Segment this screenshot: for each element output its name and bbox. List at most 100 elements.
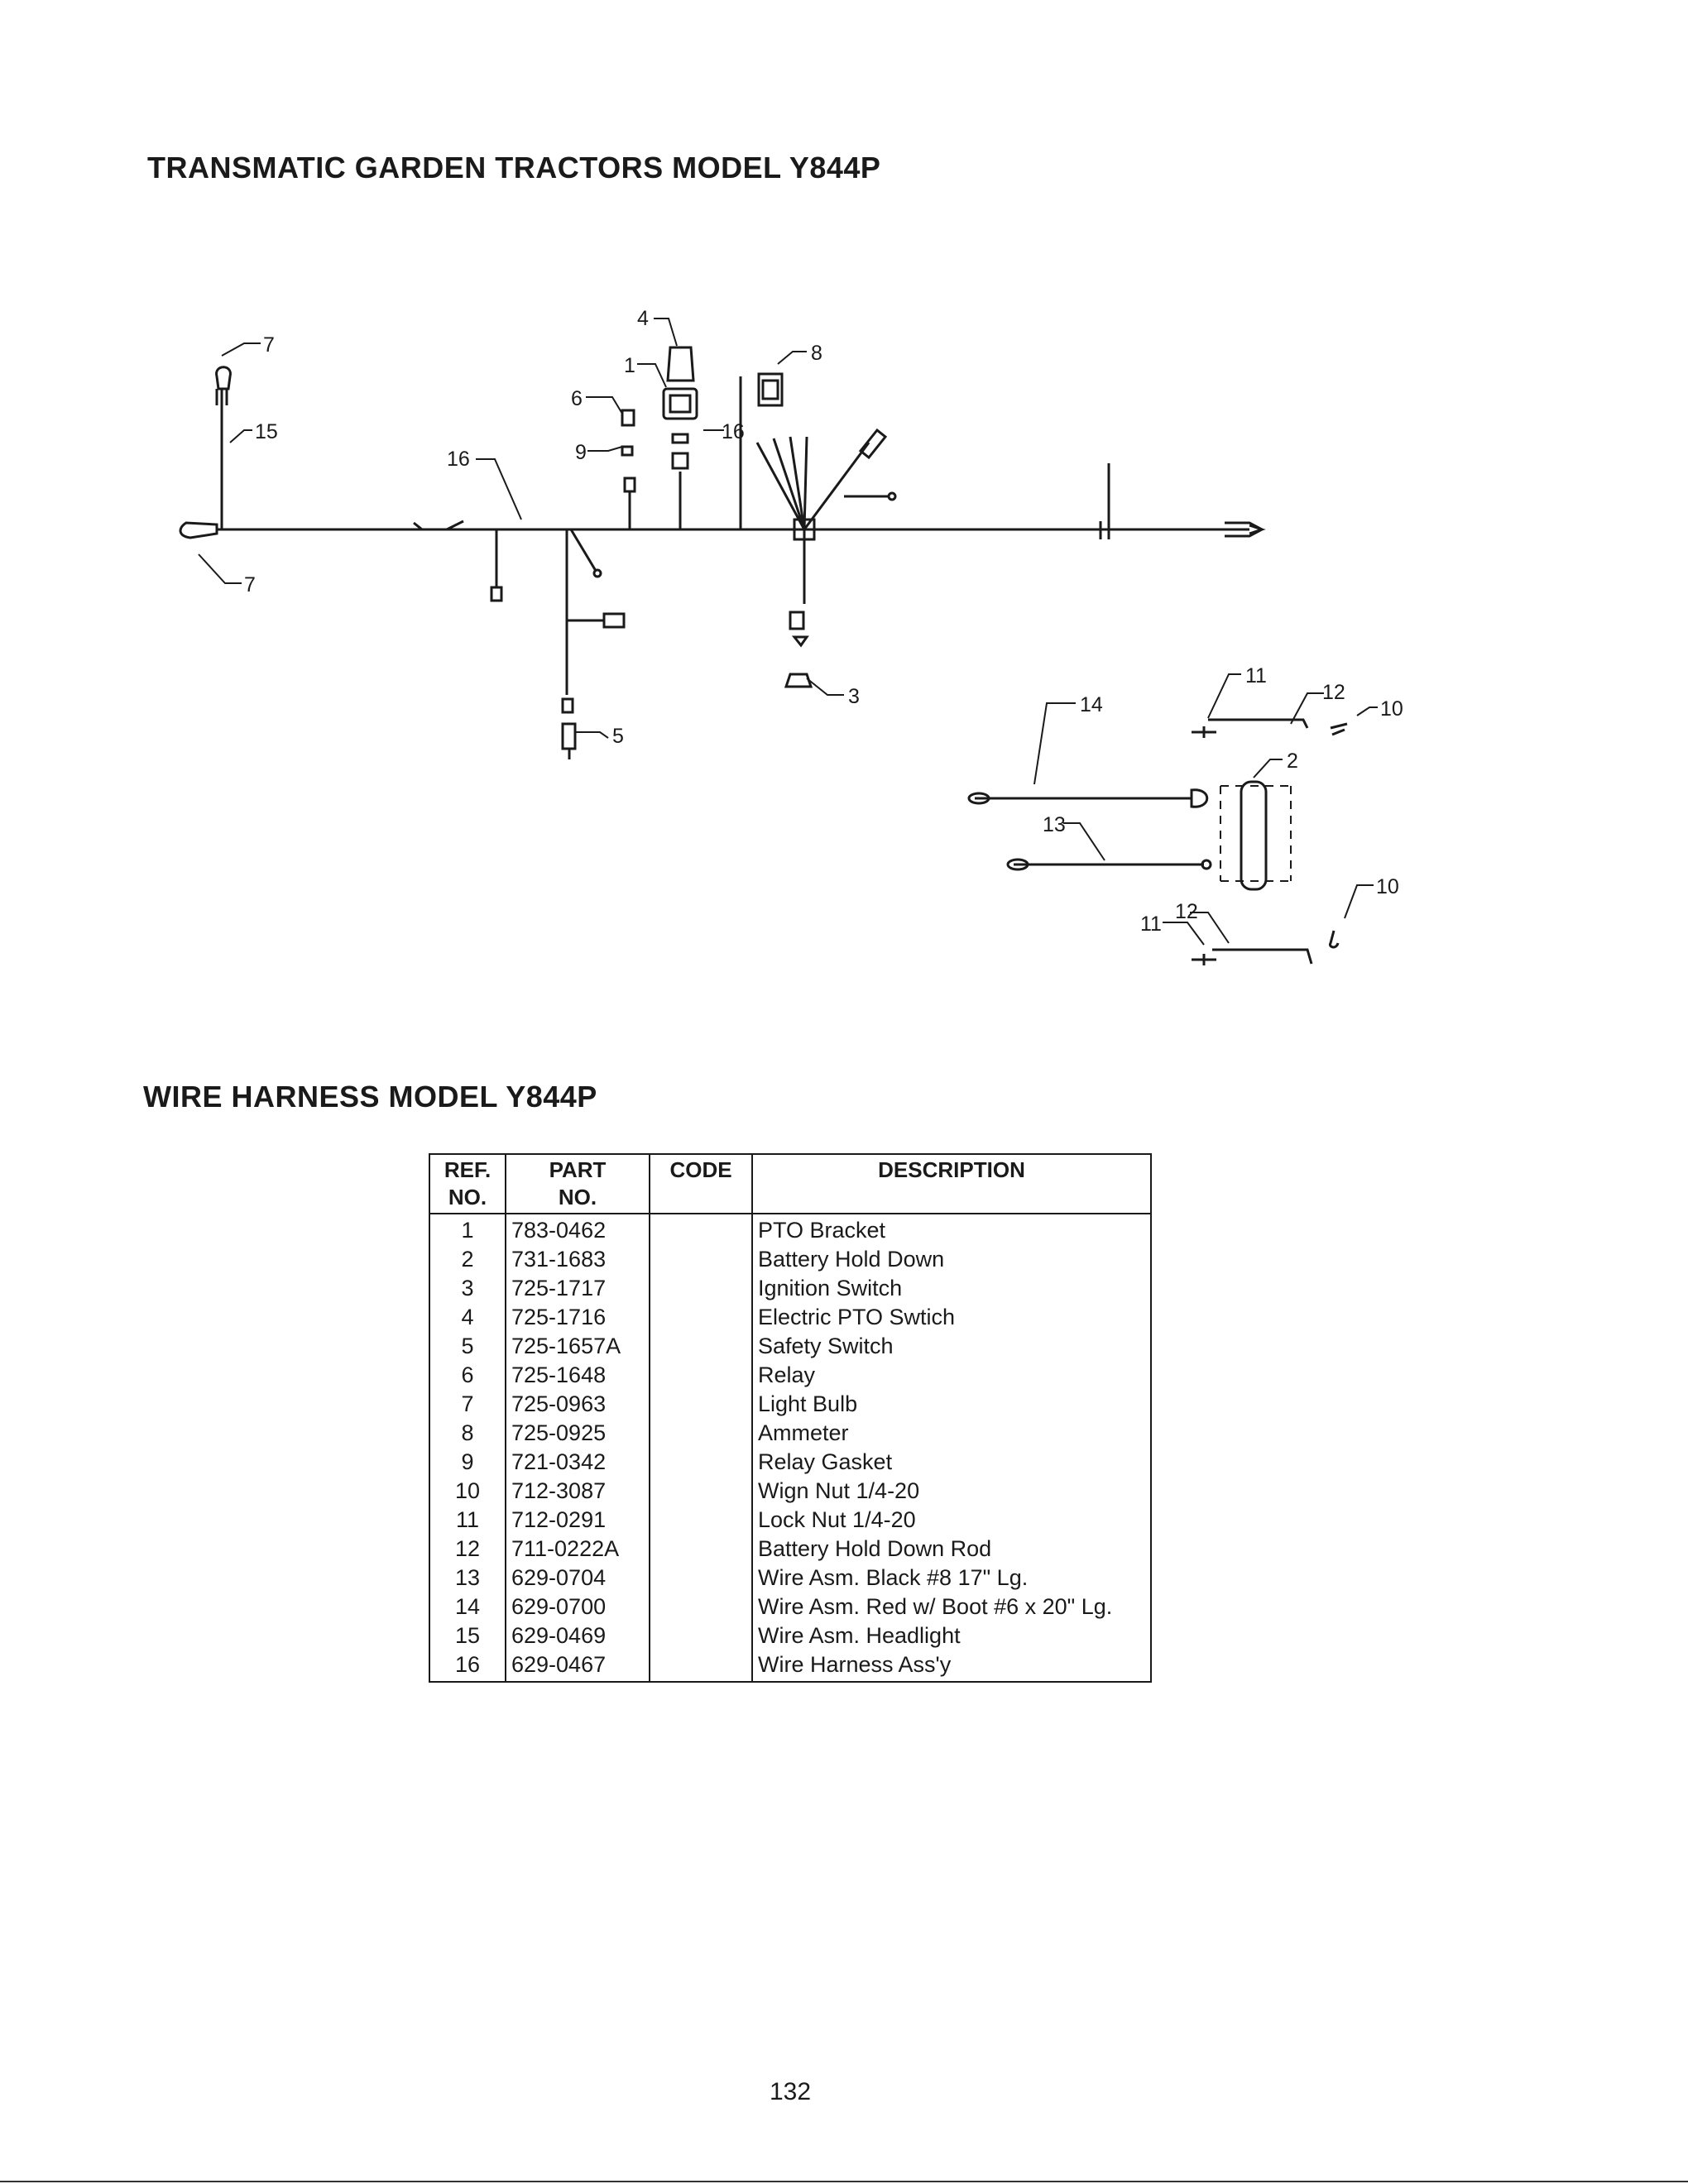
part-no-cell: 629-0469	[505, 1621, 650, 1650]
callout-6: 6	[571, 387, 583, 410]
callout-2: 2	[1287, 750, 1298, 773]
callout-8: 8	[811, 342, 822, 365]
callout-7-top: 7	[263, 333, 275, 357]
ref-cell: 4	[429, 1303, 506, 1332]
part-no-cell: 725-1648	[505, 1361, 650, 1390]
code-cell	[649, 1448, 753, 1477]
ref-cell: 10	[429, 1477, 506, 1506]
description-cell: Wire Asm. Black #8 17" Lg.	[751, 1564, 1152, 1592]
description-cell: Ignition Switch	[751, 1274, 1152, 1303]
callout-12-bottom: 12	[1175, 900, 1198, 923]
section-title: WIRE HARNESS MODEL Y844P	[143, 1080, 597, 1114]
callout-11-top: 11	[1245, 664, 1267, 687]
code-cell	[649, 1592, 753, 1621]
description-cell: Light Bulb	[751, 1390, 1152, 1419]
page-title: TRANSMATIC GARDEN TRACTORS MODEL Y844P	[147, 151, 881, 184]
header-ref-no: REF.NO.	[429, 1153, 506, 1214]
callout-9: 9	[575, 441, 587, 464]
callout-12-top: 12	[1322, 681, 1345, 704]
ref-cell: 12	[429, 1535, 506, 1564]
code-cell	[649, 1390, 753, 1419]
ref-cell: 6	[429, 1361, 506, 1390]
description-cell: Relay	[751, 1361, 1152, 1390]
callout-3: 3	[848, 685, 860, 708]
callout-14: 14	[1080, 693, 1103, 716]
code-cell	[649, 1535, 753, 1564]
ref-cell: 13	[429, 1564, 506, 1592]
code-cell	[649, 1332, 753, 1361]
callout-11-bottom: 11	[1140, 912, 1162, 936]
part-no-cell: 629-0467	[505, 1650, 650, 1683]
description-cell: Ammeter	[751, 1419, 1152, 1448]
callout-16-left: 16	[447, 448, 470, 471]
callout-13: 13	[1043, 813, 1066, 836]
ref-cell: 5	[429, 1332, 506, 1361]
ref-cell: 11	[429, 1506, 506, 1535]
part-no-cell: 712-0291	[505, 1506, 650, 1535]
part-no-cell: 725-0963	[505, 1390, 650, 1419]
part-no-cell: 725-1657A	[505, 1332, 650, 1361]
part-no-cell: 629-0704	[505, 1564, 650, 1592]
code-cell	[649, 1245, 753, 1274]
description-cell: Lock Nut 1/4-20	[751, 1506, 1152, 1535]
description-cell: PTO Bracket	[751, 1214, 1152, 1245]
part-no-cell: 721-0342	[505, 1448, 650, 1477]
code-cell	[649, 1621, 753, 1650]
description-cell: Battery Hold Down	[751, 1245, 1152, 1274]
ref-cell: 1	[429, 1214, 506, 1245]
code-cell	[649, 1361, 753, 1390]
description-cell: Wire Asm. Headlight	[751, 1621, 1152, 1650]
part-no-cell: 725-1717	[505, 1274, 650, 1303]
part-no-cell: 725-1716	[505, 1303, 650, 1332]
description-cell: Relay Gasket	[751, 1448, 1152, 1477]
code-cell	[649, 1650, 753, 1683]
code-cell	[649, 1274, 753, 1303]
ref-cell: 8	[429, 1419, 506, 1448]
bottom-rule	[0, 2181, 1688, 2182]
part-no-cell: 711-0222A	[505, 1535, 650, 1564]
wire-harness-diagram: 7 15 7 16 4 1 6 9 16 8 3 5 14 11 12 10 2…	[179, 307, 1403, 965]
ref-cell: 2	[429, 1245, 506, 1274]
code-cell	[649, 1506, 753, 1535]
ref-cell: 7	[429, 1390, 506, 1419]
code-cell	[649, 1419, 753, 1448]
callout-5: 5	[612, 725, 624, 748]
code-cell	[649, 1303, 753, 1332]
ref-cell: 16	[429, 1650, 506, 1683]
part-no-cell: 783-0462	[505, 1214, 650, 1245]
code-cell	[649, 1214, 753, 1245]
callout-7-bottom: 7	[244, 573, 256, 596]
part-no-cell: 629-0700	[505, 1592, 650, 1621]
description-cell: Wire Harness Ass'y	[751, 1650, 1152, 1683]
header-description: DESCRIPTION	[751, 1153, 1152, 1214]
description-cell: Battery Hold Down Rod	[751, 1535, 1152, 1564]
page-number: 132	[770, 2078, 812, 2105]
description-cell: Safety Switch	[751, 1332, 1152, 1361]
callout-1: 1	[624, 354, 635, 377]
ref-cell: 3	[429, 1274, 506, 1303]
code-cell	[649, 1564, 753, 1592]
part-no-cell: 725-0925	[505, 1419, 650, 1448]
part-no-cell: 731-1683	[505, 1245, 650, 1274]
callout-10-top: 10	[1380, 697, 1403, 721]
header-code: CODE	[649, 1153, 753, 1214]
ref-cell: 15	[429, 1621, 506, 1650]
code-cell	[649, 1477, 753, 1506]
description-cell: Wign Nut 1/4-20	[751, 1477, 1152, 1506]
